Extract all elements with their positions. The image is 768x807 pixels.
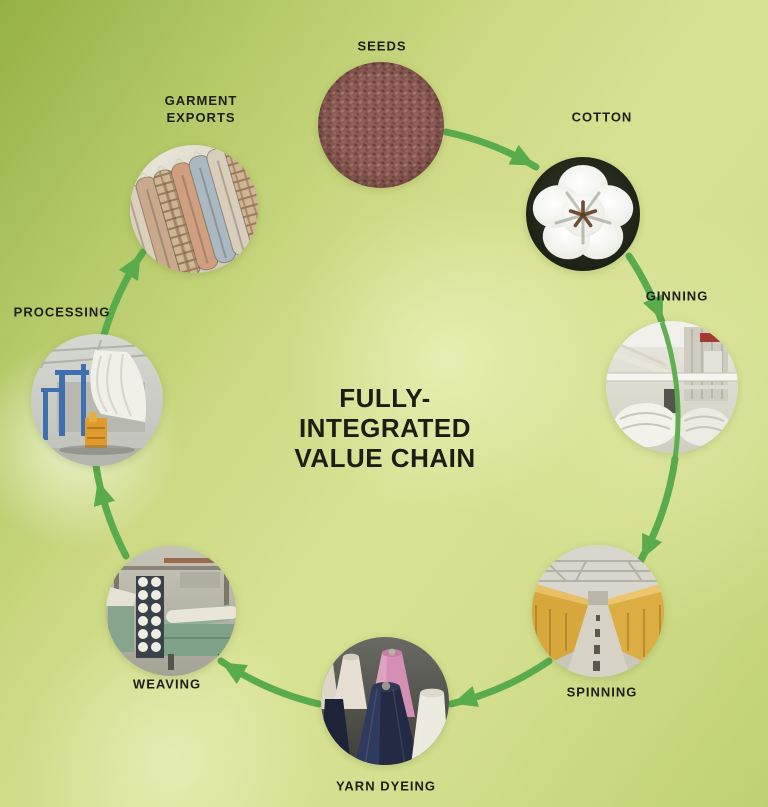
stage-label-processing: PROCESSING	[13, 304, 111, 320]
diagram-title-line-1: FULLY-	[339, 383, 431, 413]
arrowhead-icon	[508, 144, 535, 166]
stage-label-yarn-dyeing: YARN DYEING	[335, 778, 437, 794]
diagram-title-line-2: INTEGRATED	[298, 413, 472, 443]
arrowhead-icon	[93, 480, 115, 507]
ginning-photo-art	[606, 321, 738, 453]
arrow-seeds-to-cotton	[442, 128, 540, 171]
diagram-title-line-3: VALUE CHAIN	[294, 443, 476, 473]
cotton-photo-art	[526, 157, 640, 271]
processing-photo-art	[31, 334, 163, 466]
stage-label-cotton: COTTON	[571, 109, 633, 125]
weaving-photo-art	[106, 546, 236, 676]
stage-label-spinning: SPINNING	[566, 684, 638, 700]
seeds-photo-art	[318, 62, 444, 188]
stage-photo-ginning	[606, 321, 738, 453]
stage-photo-yarn-dyeing	[321, 637, 449, 765]
arrow-yarn-to-weaving	[217, 657, 323, 708]
stage-photo-weaving	[106, 546, 236, 676]
stage-photo-garment-exports	[130, 145, 258, 273]
stage-label-ginning: GINNING	[645, 288, 709, 304]
stage-label-weaving: WEAVING	[132, 676, 202, 692]
spinning-photo-art	[532, 545, 664, 677]
stage-photo-cotton	[526, 157, 640, 271]
arrowhead-icon	[118, 254, 141, 281]
stage-label-garment-exports: GARMENT EXPORTS	[164, 93, 238, 125]
arrow-spinning-to-yarn	[447, 657, 553, 708]
arrow-ginning-to-spinning	[637, 455, 679, 564]
arrow-weaving-to-processing	[92, 462, 130, 560]
yarn-dyeing-photo-art	[321, 637, 449, 765]
garment-exports-photo-art	[130, 145, 258, 273]
arrowhead-icon	[452, 686, 479, 708]
stage-photo-spinning	[532, 545, 664, 677]
arrow-processing-to-garment	[100, 248, 147, 339]
stage-photo-processing	[31, 334, 163, 466]
stage-photo-seeds	[318, 62, 444, 188]
diagram-title: FULLY- INTEGRATED VALUE CHAIN	[294, 383, 475, 473]
stage-label-seeds: SEEDS	[357, 38, 407, 54]
arrowhead-icon	[221, 662, 248, 685]
